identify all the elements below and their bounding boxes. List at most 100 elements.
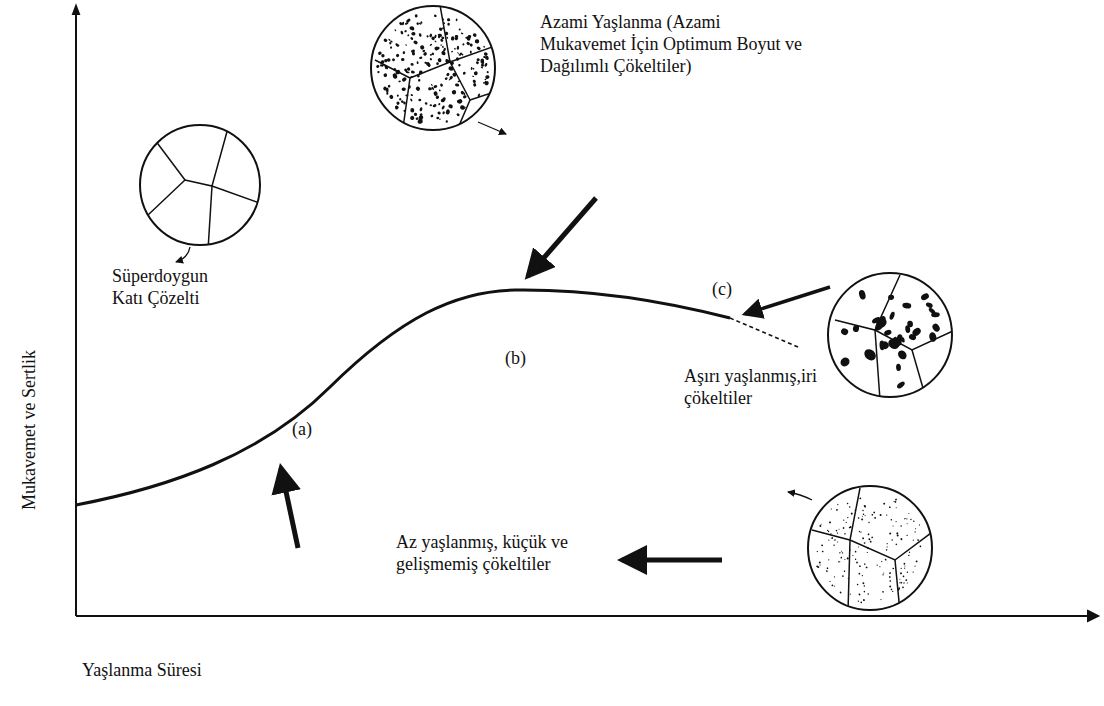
precipitate-dot xyxy=(462,43,465,46)
precipitate-dot xyxy=(432,104,437,108)
precipitate-dot xyxy=(416,74,420,78)
precipitate-dot xyxy=(457,80,461,83)
precipitate-dot xyxy=(376,64,380,68)
precipitate-dot xyxy=(888,294,895,300)
precipitate-dot xyxy=(431,36,436,41)
precipitate-dot xyxy=(889,532,891,534)
precipitate-dot xyxy=(833,544,835,546)
precipitate-dot xyxy=(456,46,459,50)
precipitate-dot xyxy=(451,51,453,53)
precipitate-dot xyxy=(440,38,444,42)
precipitate-dot xyxy=(837,532,839,534)
precipitate-dot xyxy=(473,71,478,76)
precipitate-dot xyxy=(429,33,432,37)
precipitate-dot xyxy=(904,567,906,569)
precipitate-dot xyxy=(880,599,881,600)
precipitate-dot xyxy=(484,79,486,81)
precipitate-dot xyxy=(831,584,834,587)
precipitate-dot xyxy=(828,539,830,541)
precipitate-dot xyxy=(837,541,838,542)
precipitate-dot xyxy=(399,98,402,101)
precipitate-dot xyxy=(418,98,421,101)
precipitate-dot xyxy=(908,554,910,556)
precipitate-dot xyxy=(410,108,414,113)
precipitate-dot xyxy=(893,501,894,502)
precipitate-dot xyxy=(430,104,432,106)
precipitate-dot xyxy=(480,66,483,69)
precipitate-dot xyxy=(437,58,442,63)
precipitate-dot xyxy=(889,576,891,578)
precipitate-dot xyxy=(377,51,382,56)
precipitate-dot xyxy=(449,75,454,80)
precipitate-dot xyxy=(419,113,423,117)
precipitate-dot xyxy=(899,582,900,583)
precipitate-dot xyxy=(842,527,844,529)
precipitate-dot xyxy=(871,536,873,538)
precipitate-dot xyxy=(900,568,902,570)
precipitate-dot xyxy=(859,565,861,567)
precipitate-dot xyxy=(879,340,885,350)
precipitate-dot xyxy=(862,537,864,539)
precipitate-dot xyxy=(472,68,474,70)
precipitate-dot xyxy=(868,522,870,524)
precipitate-dot xyxy=(430,114,434,118)
precipitate-dot xyxy=(414,112,418,116)
precipitate-dot xyxy=(395,53,399,57)
microstructure-circle xyxy=(828,273,955,400)
precipitate-dot xyxy=(434,46,439,51)
precipitate-dot xyxy=(485,55,489,58)
precipitate-dot xyxy=(433,91,439,97)
precipitate-dot xyxy=(886,549,888,551)
precipitate-dot xyxy=(900,538,903,541)
precipitate-dot xyxy=(889,311,896,320)
precipitate-dot xyxy=(418,22,421,24)
callout-letter: (b) xyxy=(505,348,526,370)
precipitate-dot xyxy=(401,87,406,91)
precipitate-dot xyxy=(874,517,877,520)
precipitate-dot xyxy=(418,117,424,122)
precipitate-dot xyxy=(931,312,940,317)
precipitate-dot xyxy=(442,18,445,21)
precipitate-dot xyxy=(857,584,859,586)
precipitate-dot xyxy=(401,100,404,103)
precipitate-dot xyxy=(902,586,904,588)
precipitate-dot xyxy=(448,66,454,71)
precipitate-dot xyxy=(399,21,403,25)
precipitate-dot xyxy=(411,70,415,74)
precipitate-dot xyxy=(831,537,833,539)
precipitate-dot xyxy=(401,77,407,83)
precipitate-dot xyxy=(410,76,413,79)
precipitate-dot xyxy=(385,66,389,70)
precipitate-dot xyxy=(840,557,842,559)
leader-arrows xyxy=(176,122,812,500)
precipitate-dot xyxy=(389,94,394,99)
microstructure-circle xyxy=(371,5,500,135)
precipitate-dot xyxy=(438,103,441,106)
precipitate-dot xyxy=(471,67,473,70)
precipitate-dot xyxy=(841,550,842,551)
precipitate-dot xyxy=(863,505,865,507)
callout-letter: (a) xyxy=(292,419,312,441)
precipitate-dot xyxy=(845,522,847,524)
precipitate-dot xyxy=(896,534,899,537)
precipitate-dot xyxy=(902,302,912,309)
precipitate-dot xyxy=(849,549,851,551)
precipitate-dot xyxy=(876,564,877,565)
precipitate-dot xyxy=(859,497,862,500)
precipitate-dot xyxy=(858,600,859,601)
precipitate-dot xyxy=(896,380,906,389)
precipitate-dot xyxy=(904,565,905,566)
precipitate-dot xyxy=(882,574,884,576)
precipitate-dot xyxy=(890,588,892,590)
precipitate-dot xyxy=(390,40,393,43)
precipitate-dot xyxy=(442,111,445,115)
precipitate-dot xyxy=(434,14,438,17)
precipitate-dot xyxy=(442,27,444,29)
precipitate-dot xyxy=(883,502,885,504)
precipitate-dot xyxy=(864,542,866,544)
precipitate-dot xyxy=(829,581,830,582)
precipitate-dot xyxy=(902,575,904,577)
precipitate-dot xyxy=(415,117,419,120)
precipitate-dot xyxy=(885,559,887,561)
